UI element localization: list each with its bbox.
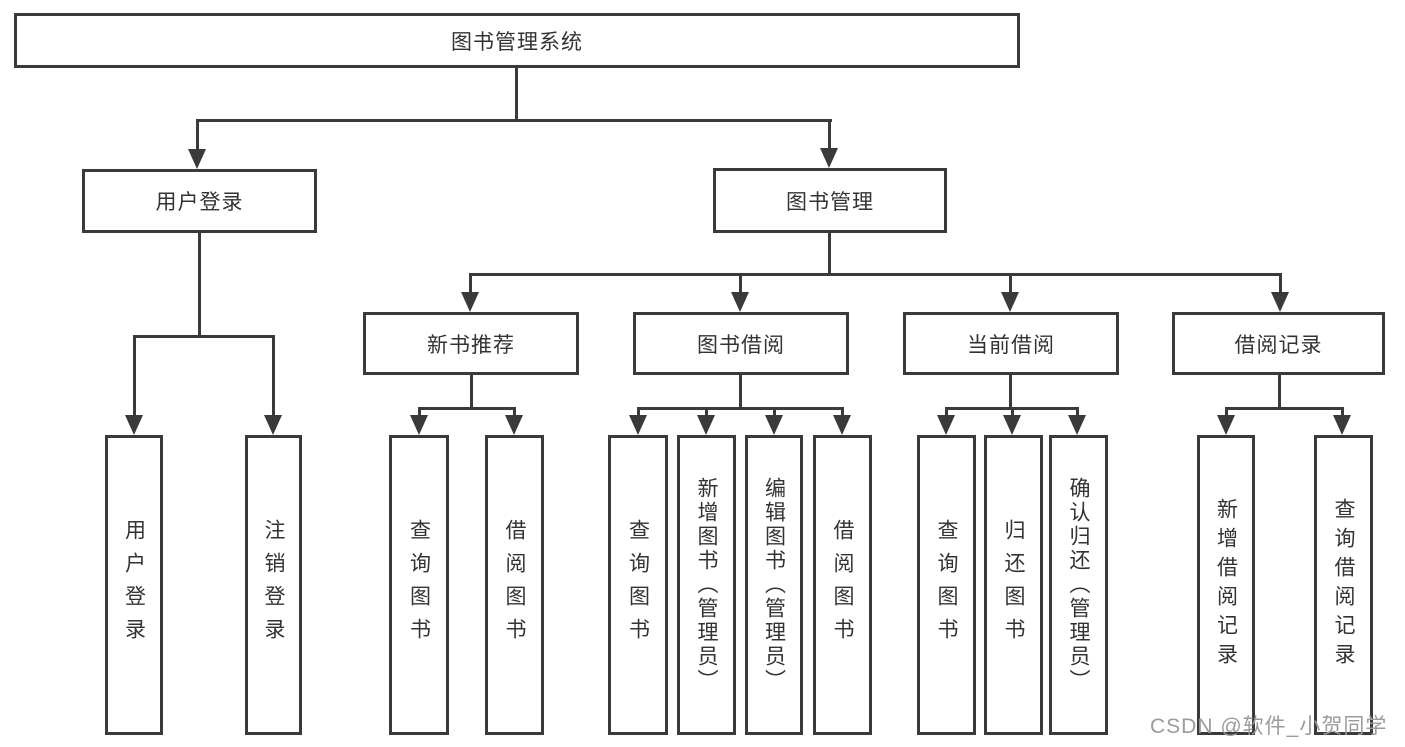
node-root-label: 图书管理系统 [451,30,583,54]
connector-line [515,68,518,119]
leaf-label: 用户登录 [122,519,146,651]
leaf-label: 查询图书 [407,519,431,651]
leaf-label: 新增图书（管理员） [695,477,718,693]
arrowhead-down-icon [1333,415,1351,435]
arrowhead-down-icon [937,415,955,435]
leaf-query-book-1: 查询图书 [389,435,449,735]
node-book-management-label: 图书管理 [786,190,874,214]
node-book-borrow: 图书借阅 [633,312,849,375]
node-new-book-recommend: 新书推荐 [363,312,579,375]
leaf-logout: 注销登录 [245,435,302,735]
node-new-book-recommend-label: 新书推荐 [427,333,515,357]
connector-line [196,119,199,151]
arrowhead-down-icon [1271,292,1289,312]
connector-line [1225,407,1228,419]
arrowhead-down-icon [1003,415,1021,435]
connector-line [828,233,831,273]
leaf-label: 借阅图书 [831,519,854,651]
node-borrow-record-label: 借阅记录 [1234,333,1323,357]
arrowhead-down-icon [765,415,783,435]
connector-line [1011,407,1014,419]
leaf-label: 查询图书 [935,519,958,651]
connector-line [1225,407,1344,410]
leaf-label: 注销登录 [262,519,285,651]
connector-line [739,375,742,407]
arrowhead-down-icon [1068,415,1086,435]
connector-line [418,407,421,419]
leaf-label: 查询借阅记录 [1332,498,1355,672]
leaf-edit-book-admin: 编辑图书（管理员） [745,435,803,735]
node-root: 图书管理系统 [14,13,1020,68]
arrowhead-down-icon [125,415,143,435]
node-current-borrow: 当前借阅 [903,312,1119,375]
connector-line [469,273,1282,276]
leaf-query-book-2: 查询图书 [608,435,668,735]
arrowhead-down-icon [410,415,428,435]
connector-line [828,119,831,151]
node-book-borrow-label: 图书借阅 [697,333,785,357]
arrowhead-down-icon [1001,292,1019,312]
connector-line [470,375,473,407]
connector-line [637,407,844,410]
arrowhead-down-icon [629,415,647,435]
leaf-confirm-return-admin: 确认归还（管理员） [1049,435,1108,735]
connector-line [1278,375,1281,407]
connector-line [418,407,516,410]
leaf-query-borrow-record: 查询借阅记录 [1314,435,1373,735]
leaf-user-login: 用户登录 [105,435,163,735]
leaf-label: 借阅图书 [503,519,526,651]
leaf-add-book-admin: 新增图书（管理员） [677,435,736,735]
node-user-login-label: 用户登录 [155,191,244,214]
arrowhead-down-icon [697,415,715,435]
node-current-borrow-label: 当前借阅 [967,333,1055,357]
connector-line [773,407,776,419]
csdn-watermark: CSDN @软件_小贺同学 [1150,715,1388,738]
connector-line [705,407,708,419]
leaf-add-borrow-record: 新增借阅记录 [1197,435,1255,735]
leaf-borrow-book-1: 借阅图书 [485,435,544,735]
connector-line [272,335,275,416]
leaf-query-book-3: 查询图书 [917,435,976,735]
connector-line [637,407,640,419]
connector-line [196,119,832,122]
connector-line [513,407,516,419]
leaf-label: 查询图书 [626,519,650,651]
leaf-label: 确认归还（管理员） [1067,477,1090,693]
leaf-label: 新增借阅记录 [1214,498,1238,672]
connector-line [945,407,948,419]
connector-line [1279,273,1282,293]
connector-line [1009,273,1012,293]
leaf-return-book: 归还图书 [984,435,1043,735]
connector-line [841,407,844,419]
arrowhead-down-icon [833,415,851,435]
connector-line [1009,375,1012,407]
connector-line [1076,407,1079,419]
leaf-label: 归还图书 [1002,519,1025,651]
connector-line [739,273,742,293]
connector-line [1341,407,1344,419]
node-borrow-record: 借阅记录 [1172,312,1385,375]
connector-line [198,233,201,335]
connector-line [469,273,472,293]
arrowhead-down-icon [820,148,838,168]
connector-line [133,335,136,416]
connector-line [133,335,275,338]
arrowhead-down-icon [264,415,282,435]
arrowhead-down-icon [461,292,479,312]
arrowhead-down-icon [731,292,749,312]
arrowhead-down-icon [188,149,206,169]
node-book-management: 图书管理 [713,168,947,233]
leaf-label: 编辑图书（管理员） [762,477,786,693]
node-user-login: 用户登录 [82,169,317,233]
leaf-borrow-book-2: 借阅图书 [813,435,872,735]
arrowhead-down-icon [1217,415,1235,435]
arrowhead-down-icon [505,415,523,435]
